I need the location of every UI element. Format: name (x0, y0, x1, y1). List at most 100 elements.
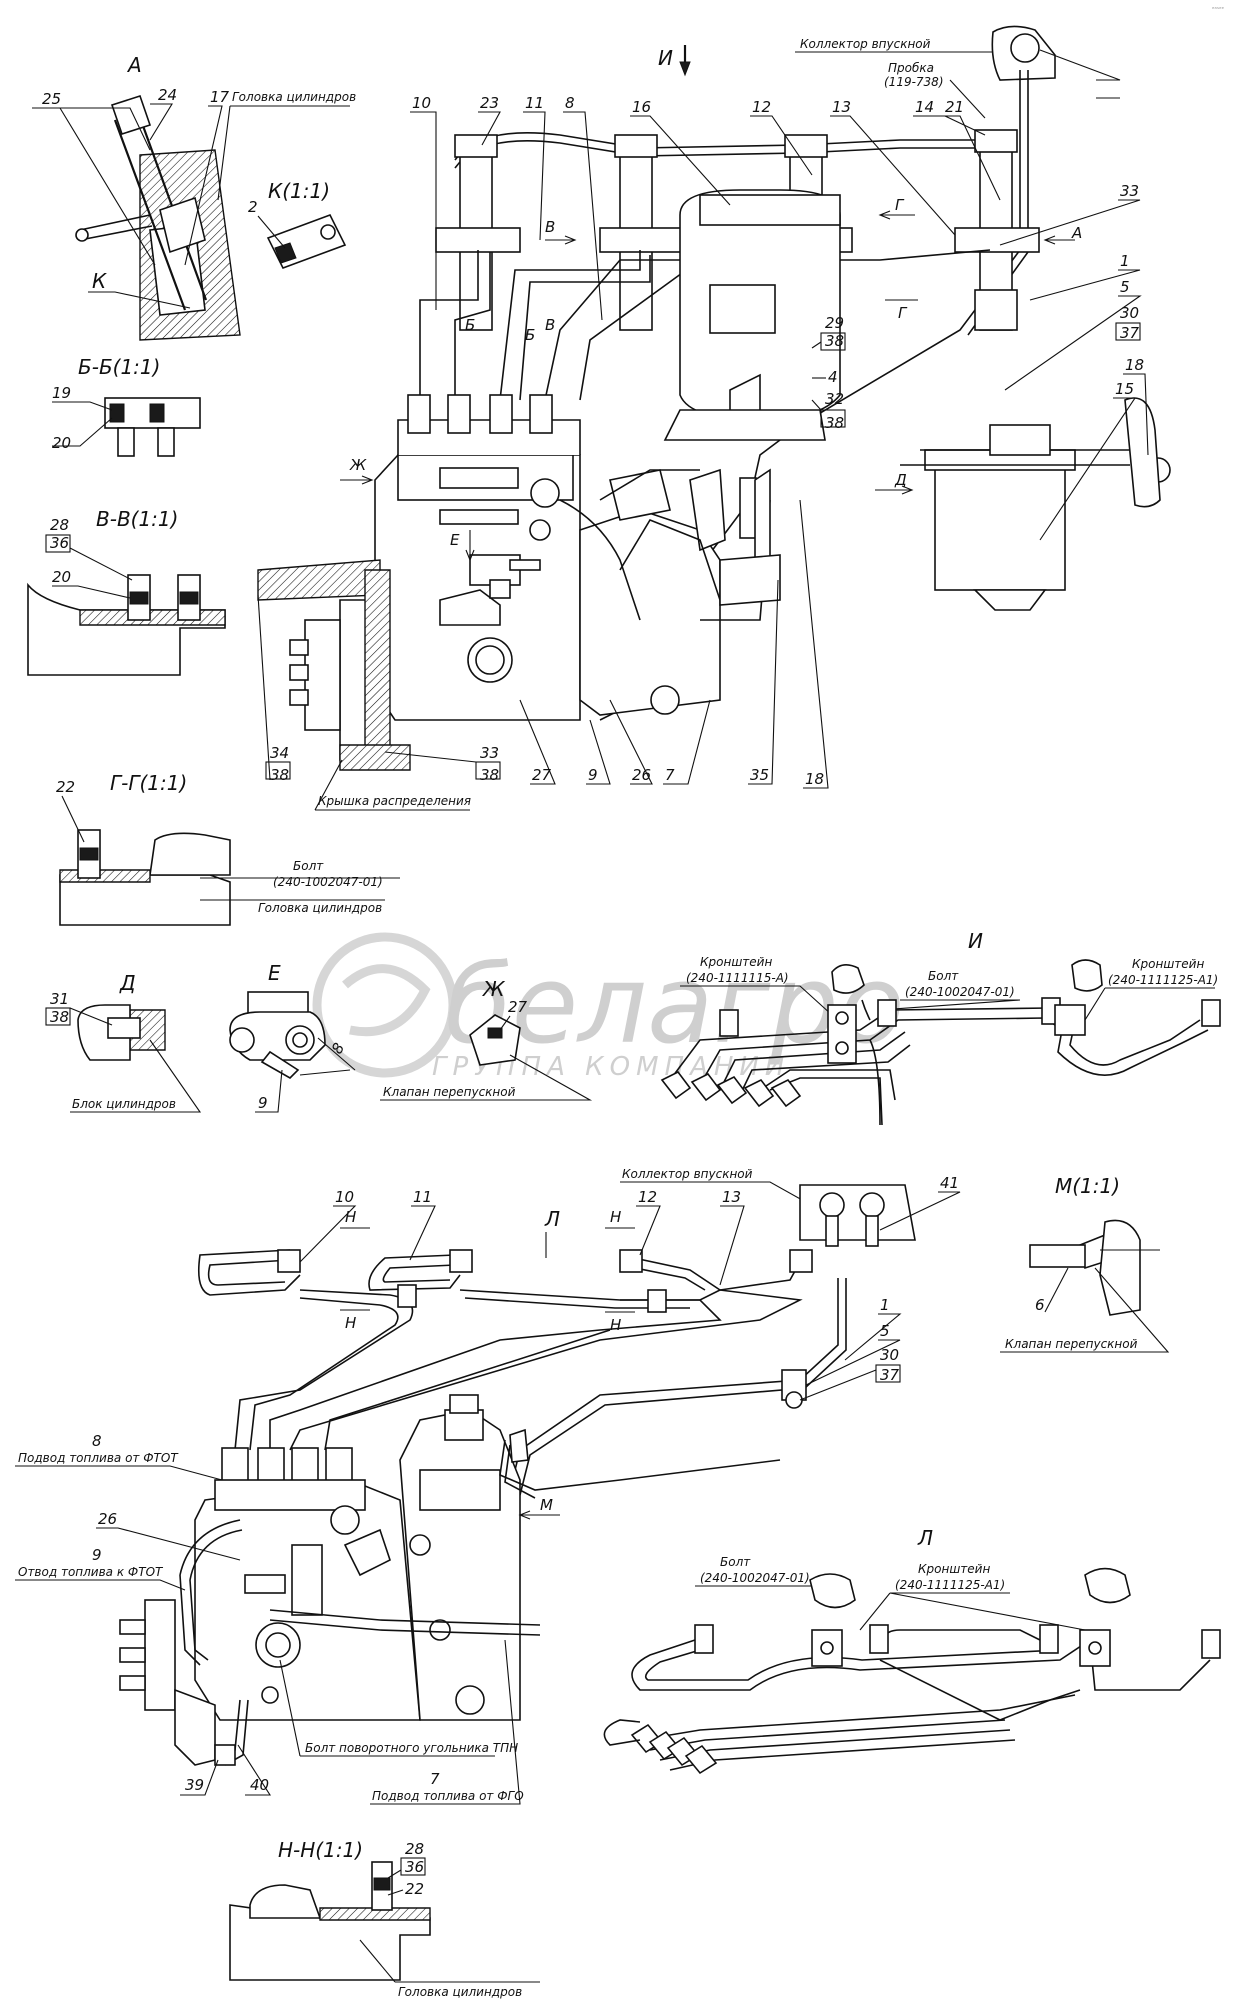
bottom-h-marks: Н Н Н Н (340, 1208, 635, 1334)
bottom-n40: 40 (250, 1776, 269, 1794)
view-l: Л Болт (240-1002047-01) Кронштейн (240-1… (603, 1526, 1221, 1775)
main-collector: Коллектор впускной (800, 37, 931, 51)
view-zh: Ж 27 Клапан перепускной (380, 977, 593, 1101)
view-zh-title: Ж (481, 977, 506, 1001)
bottom-n1: 1 (880, 1296, 890, 1314)
svg-text:Н: Н (610, 1208, 621, 1226)
section-vv-n20: 20 (52, 568, 71, 586)
main-n11: 11 (525, 94, 544, 112)
svg-text:Д: Д (894, 471, 907, 489)
main-n35: 35 (750, 766, 769, 784)
section-nn: Н-Н(1:1) 28 36 22 Головка цилиндров (229, 1838, 540, 1999)
svg-text:Б: Б (465, 316, 475, 334)
svg-text:Н: Н (345, 1314, 356, 1332)
view-d-n31: 31 (50, 990, 69, 1008)
main-n38b: 38 (825, 414, 844, 432)
view-l-bolt-code: (240-1002047-01) (700, 1571, 810, 1585)
view-l-bracket-code: (240-1111125-А1) (895, 1578, 1005, 1592)
view-i-bolt: Болт (928, 969, 959, 983)
bottom-n13: 13 (722, 1188, 741, 1206)
section-bb-n20: 20 (52, 434, 71, 452)
corner-code: ᵉᵃˢᵉᵉ (1212, 6, 1225, 13)
view-k-n2: 2 (248, 198, 258, 216)
bottom-collector: Коллектор впускной (622, 1167, 753, 1181)
bottom-n30: 30 (880, 1346, 899, 1364)
view-l-bracket: Кронштейн (918, 1562, 990, 1576)
section-vv: В-В(1:1) 28 36 20 (27, 507, 226, 676)
view-a-n24: 24 (158, 86, 177, 104)
main-n38d: 38 (270, 766, 289, 784)
view-d-title: Д (119, 971, 136, 995)
section-bb: Б-Б(1:1) 19 20 (52, 355, 201, 457)
main-n15: 15 (1115, 380, 1134, 398)
bottom-n11: 11 (413, 1188, 432, 1206)
main-view: И Коллектор впускной Пробка (119-738) (257, 25, 1171, 811)
view-i-bracket1: Кронштейн (700, 955, 772, 969)
section-bb-n19: 19 (52, 384, 71, 402)
section-gg: Г-Г(1:1) 22 Болт (240-1002047-01) Головк… (56, 771, 400, 926)
svg-text:В: В (545, 316, 555, 334)
view-zh-valve: Клапан перепускной (383, 1085, 516, 1099)
view-i-bracket2: Кронштейн (1132, 957, 1204, 971)
svg-text:Г: Г (898, 304, 908, 322)
bottom-view: Коллектор впускной 41 Л 1 (15, 1167, 961, 1805)
view-d-block: Блок цилиндров (72, 1097, 176, 1111)
main-view-i: И (658, 46, 673, 70)
main-n26: 26 (632, 766, 651, 784)
bottom-fuel-in-ftot: Подвод топлива от ФТОТ (18, 1451, 179, 1465)
view-e-title: Е (268, 961, 281, 985)
main-n18b: 18 (805, 770, 824, 788)
svg-text:Г: Г (895, 196, 905, 214)
main-n1: 1 (1120, 252, 1130, 270)
main-n32: 32 (825, 390, 844, 408)
main-n13: 13 (832, 98, 851, 116)
main-plug-code: (119-738) (884, 75, 944, 89)
svg-text:Ж: Ж (349, 456, 367, 474)
main-n12: 12 (752, 98, 771, 116)
bottom-pump-outlets (221, 1447, 353, 1485)
main-n18: 18 (1125, 356, 1144, 374)
main-n16: 16 (632, 98, 651, 116)
section-gg-title: Г-Г(1:1) (110, 771, 187, 795)
main-n38c: 38 (480, 766, 499, 784)
svg-text:Е: Е (450, 531, 460, 549)
main-n4: 4 (828, 368, 838, 386)
view-e-n9: 9 (258, 1094, 268, 1112)
view-m-valve: Клапан перепускной (1005, 1337, 1138, 1351)
view-i: И Кронштейн (240-1111115-А) Болт (240-10… (660, 929, 1221, 1126)
bottom-tnp-bolt: Болт поворотного угольника ТПН (305, 1741, 518, 1755)
bottom-n9: 9 (92, 1546, 102, 1564)
view-l-fittings (630, 1624, 1221, 1775)
main-n5: 5 (1120, 278, 1130, 296)
section-gg-bolt-code: (240-1002047-01) (273, 875, 383, 889)
main-n30: 30 (1120, 304, 1139, 322)
bottom-n41: 41 (940, 1174, 959, 1192)
main-n37: 37 (1120, 324, 1140, 342)
main-n14: 14 (915, 98, 934, 116)
view-k: К(1:1) 2 (248, 179, 347, 269)
view-l-bolt: Болт (720, 1555, 751, 1569)
watermark: белагро ГРУППА КОМПАНИЙ (312, 932, 905, 1082)
main-plug: Пробка (888, 61, 934, 75)
view-e: Е 9 8 (229, 961, 356, 1113)
view-a: А 25 24 17 Головка цилиндров К (32, 53, 356, 341)
view-l-title: Л (917, 1526, 933, 1550)
bottom-n8: 8 (92, 1432, 102, 1450)
view-i-bracket2-code: (240-1111125-А1) (1108, 973, 1218, 987)
svg-text:Н: Н (345, 1208, 356, 1226)
section-nn-head: Головка цилиндров (398, 1985, 522, 1999)
bottom-n12: 12 (638, 1188, 657, 1206)
section-bb-title: Б-Б(1:1) (78, 355, 160, 379)
main-n29: 29 (825, 314, 844, 332)
section-vv-n36: 36 (50, 534, 69, 552)
bottom-m: М (540, 1496, 553, 1514)
main-n23: 23 (480, 94, 499, 112)
view-k-title: К(1:1) (268, 179, 330, 203)
view-d: Д 31 38 Блок цилиндров (45, 971, 202, 1113)
view-m-title: М(1:1) (1055, 1174, 1120, 1198)
bottom-fuel-out-ftot: Отвод топлива к ФТОТ (18, 1565, 164, 1579)
bottom-fuel-in-fgo: Подвод топлива от ФГО (372, 1789, 524, 1803)
main-n34: 34 (270, 744, 289, 762)
view-a-n25: 25 (42, 90, 61, 108)
